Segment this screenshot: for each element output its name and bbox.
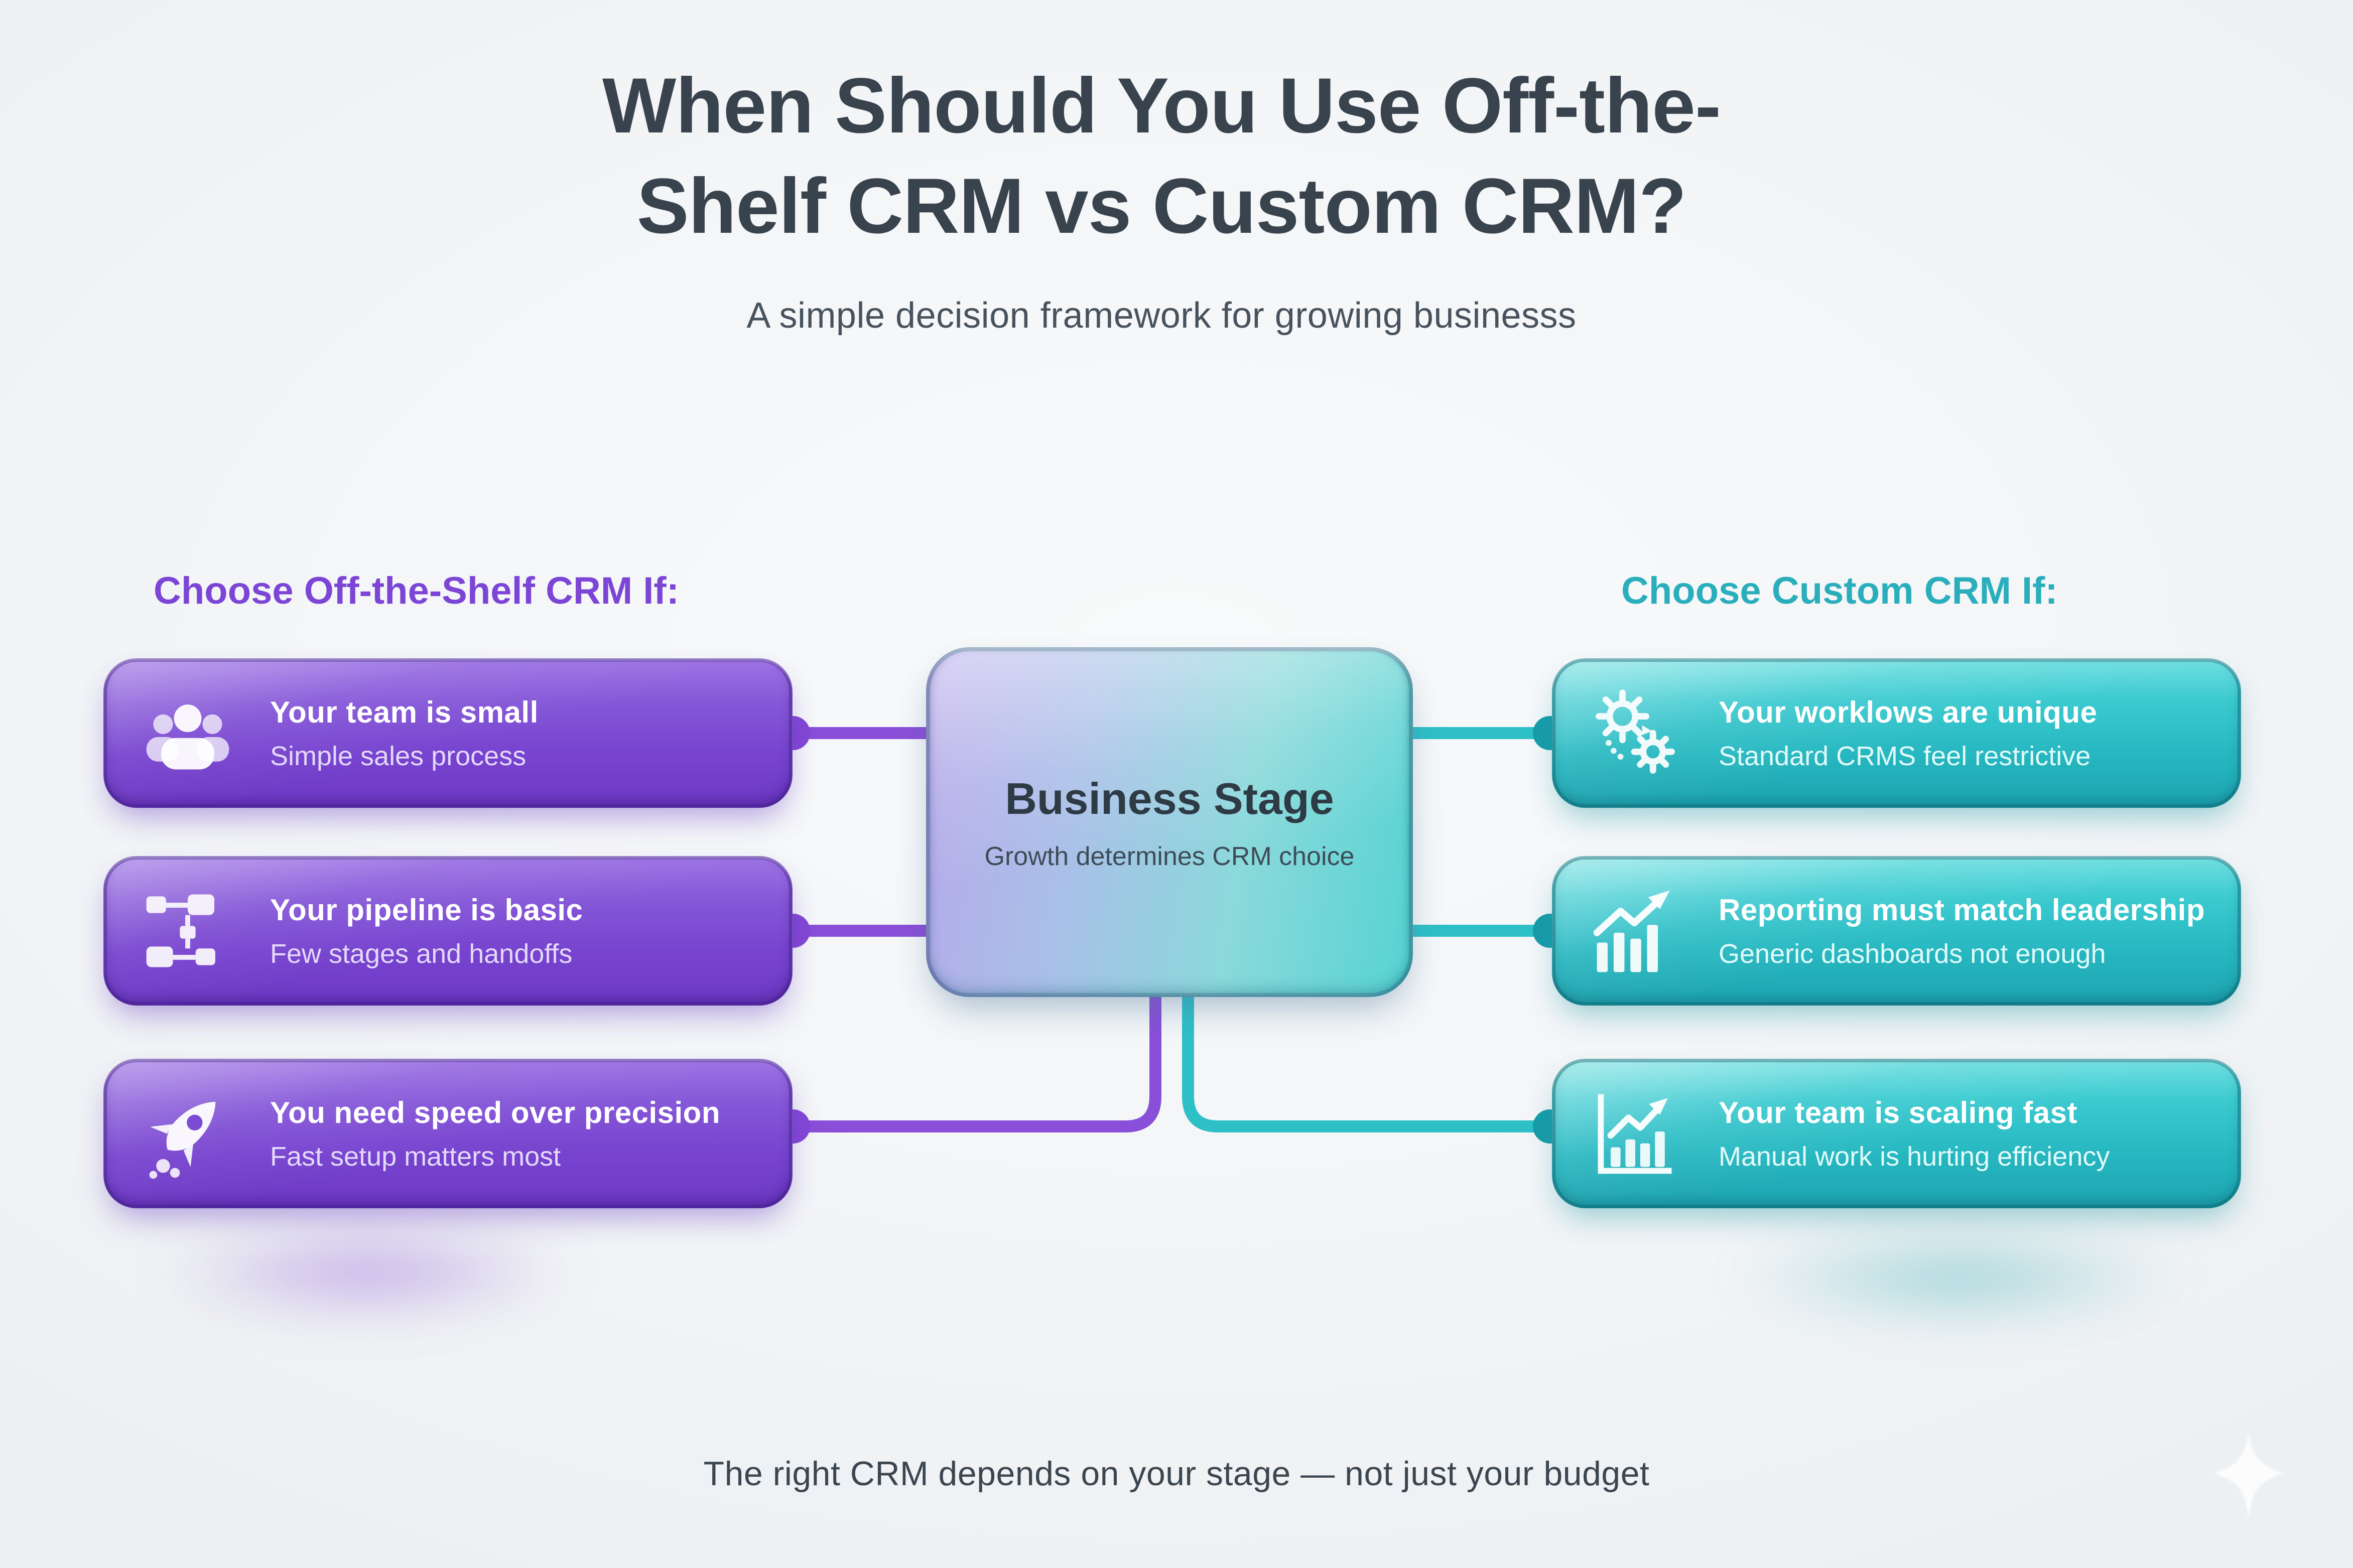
sparkle-icon bbox=[2214, 1432, 2283, 1519]
business-stage-node: Business Stage Growth determines CRM cho… bbox=[926, 647, 1413, 997]
card-text: Your worklows are unique Standard CRMS f… bbox=[1719, 695, 2097, 772]
bar-chart-arrow-icon bbox=[1587, 882, 1685, 980]
card-subtitle: Fast setup matters most bbox=[270, 1141, 561, 1172]
left-column-header: Choose Off-the-Shelf CRM If: bbox=[154, 569, 680, 612]
footer-note: The right CRM depends on your stage — no… bbox=[703, 1455, 1650, 1493]
card-text: Reporting must match leadership Generic … bbox=[1719, 893, 2205, 969]
card-text: Your team is small Simple sales process bbox=[270, 695, 539, 772]
card-title: Your team is small bbox=[270, 695, 539, 729]
card-scaling-fast: Your team is scaling fast Manual work is… bbox=[1552, 1059, 2241, 1208]
page-subtitle: A simple decision framework for growing … bbox=[746, 296, 1577, 336]
card-title: Your team is scaling fast bbox=[1719, 1095, 2077, 1129]
framed-chart-icon bbox=[1587, 1084, 1685, 1183]
connector-left-3-elbow bbox=[790, 992, 1161, 1132]
card-text: You need speed over precision Fast setup… bbox=[270, 1095, 720, 1172]
gears-icon bbox=[1587, 684, 1685, 782]
right-column-floor-shadow bbox=[1732, 1239, 2183, 1315]
right-column-header: Choose Custom CRM If: bbox=[1621, 569, 2058, 612]
teal-connectors bbox=[1182, 727, 1556, 1132]
connector-right-3-elbow bbox=[1182, 992, 1556, 1132]
card-unique-workflows: Your worklows are unique Standard CRMS f… bbox=[1552, 658, 2241, 808]
card-text: Your team is scaling fast Manual work is… bbox=[1719, 1095, 2110, 1172]
purple-connectors bbox=[790, 727, 1161, 1132]
page-title-line1: When Should You Use Off-the- bbox=[602, 62, 1721, 150]
rocket-icon bbox=[139, 1084, 237, 1183]
card-title: You need speed over precision bbox=[270, 1095, 720, 1129]
center-node-title: Business Stage bbox=[1005, 773, 1334, 823]
pipeline-icon bbox=[139, 882, 237, 980]
center-node-subtitle: Growth determines CRM choice bbox=[984, 841, 1355, 871]
page-title: When Should You Use Off-the- Shelf CRM vs… bbox=[17, 56, 2306, 256]
card-pipeline-basic: Your pipeline is basic Few stages and ha… bbox=[103, 856, 793, 1006]
card-subtitle: Few stages and handoffs bbox=[270, 938, 573, 969]
card-text: Your pipeline is basic Few stages and ha… bbox=[270, 893, 583, 969]
left-column-floor-shadow bbox=[156, 1234, 577, 1310]
card-subtitle: Simple sales process bbox=[270, 741, 527, 771]
card-speed-over-precision: You need speed over precision Fast setup… bbox=[103, 1059, 793, 1208]
card-subtitle: Generic dashboards not enough bbox=[1719, 938, 2106, 969]
card-team-small: Your team is small Simple sales process bbox=[103, 658, 793, 808]
card-title: Reporting must match leadership bbox=[1719, 893, 2205, 927]
card-reporting-leadership: Reporting must match leadership Generic … bbox=[1552, 856, 2241, 1006]
card-title: Your worklows are unique bbox=[1719, 695, 2098, 729]
card-subtitle: Standard CRMS feel restrictive bbox=[1719, 741, 2091, 771]
page-title-line2: Shelf CRM vs Custom CRM? bbox=[636, 162, 1687, 250]
card-subtitle: Manual work is hurting efficiency bbox=[1719, 1141, 2110, 1172]
team-icon bbox=[139, 684, 237, 782]
card-title: Your pipeline is basic bbox=[270, 893, 583, 927]
